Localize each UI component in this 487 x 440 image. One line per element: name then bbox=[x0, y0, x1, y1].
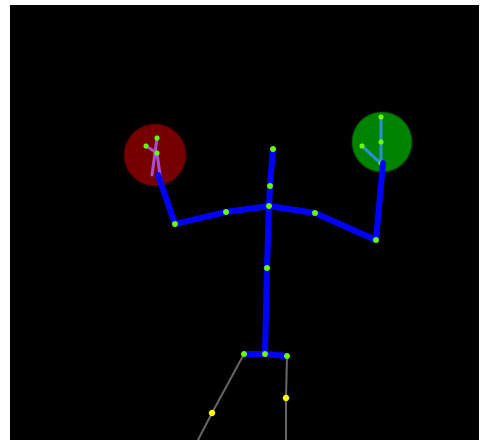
right-clavicle-bone bbox=[266, 203, 318, 216]
upper-joints-group bbox=[172, 146, 379, 359]
right-upper-arm-bone bbox=[312, 210, 379, 243]
left-hand-finger bbox=[155, 151, 162, 177]
right-elbow-joint bbox=[373, 237, 379, 243]
right-hand-finger bbox=[360, 144, 379, 162]
left-hand-joint bbox=[143, 143, 149, 149]
left-hip-joint bbox=[241, 351, 247, 357]
left-shoulder-joint bbox=[223, 209, 229, 215]
right-hand-joint bbox=[378, 114, 384, 120]
left-shin-bone bbox=[197, 412, 213, 440]
neck-bone bbox=[267, 146, 276, 189]
left-knee-joint bbox=[208, 409, 216, 417]
right-thigh-bone bbox=[285, 355, 288, 399]
right-shoulder-joint bbox=[312, 210, 318, 216]
neck-joint bbox=[267, 183, 273, 189]
left-hand-finger bbox=[150, 136, 159, 177]
spine-bone bbox=[264, 203, 272, 271]
right-knee-joint bbox=[282, 394, 290, 402]
left-forearm-bone bbox=[155, 172, 178, 227]
left-hand-group bbox=[124, 124, 186, 186]
skeleton-tracking-viewport bbox=[10, 5, 479, 440]
hip-center-joint bbox=[262, 351, 268, 357]
right-forearm-bone bbox=[373, 160, 386, 243]
shoulder-center-joint bbox=[266, 203, 272, 209]
left-clavicle-bone bbox=[223, 203, 272, 215]
upper-body-group bbox=[155, 146, 386, 359]
head-joint bbox=[270, 146, 276, 152]
right-hand-joint bbox=[378, 139, 384, 145]
spine-joint bbox=[264, 265, 270, 271]
lower-spine-bone bbox=[262, 265, 270, 357]
right-hand-group bbox=[352, 112, 412, 172]
right-hip-joint bbox=[284, 353, 290, 359]
left-elbow-joint bbox=[172, 221, 178, 227]
left-hand-joint bbox=[154, 150, 160, 156]
right-hand-joint bbox=[359, 143, 365, 149]
left-thigh-bone bbox=[211, 353, 245, 414]
left-upper-arm-bone bbox=[172, 209, 229, 227]
left-hand-joint bbox=[154, 135, 160, 141]
hip-bone-right bbox=[262, 351, 290, 359]
skeleton-canvas bbox=[124, 112, 412, 440]
legs-group bbox=[197, 353, 290, 440]
upper-spine-bone bbox=[266, 183, 273, 209]
